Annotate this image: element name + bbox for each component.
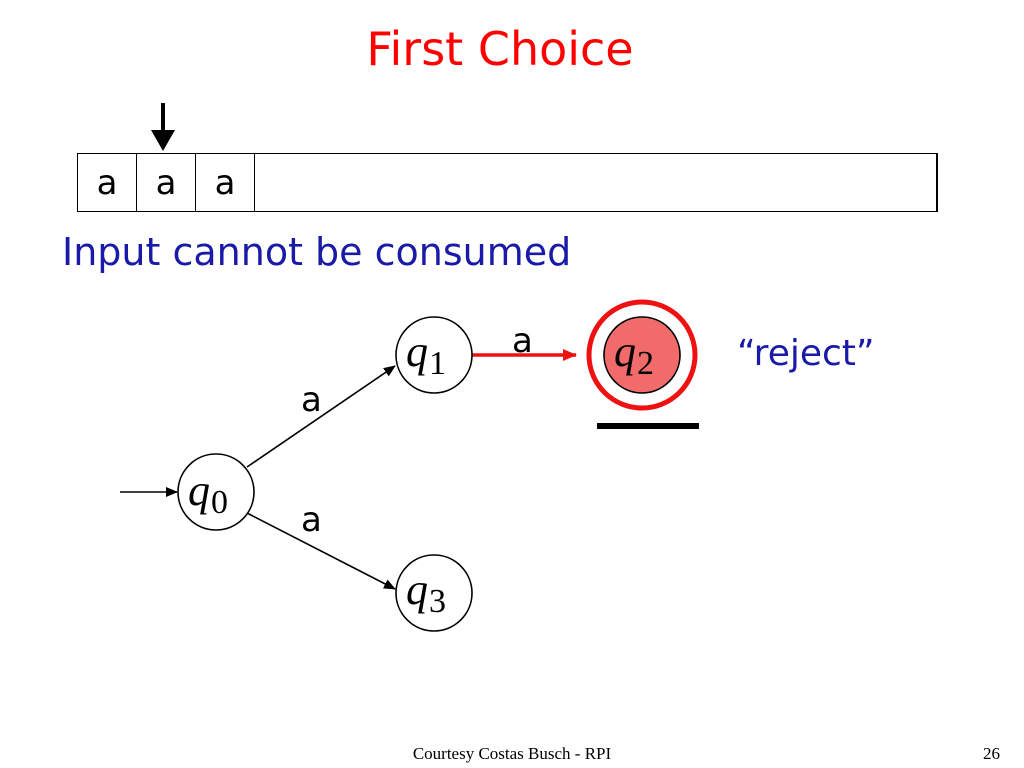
state-label: q2 [614, 327, 654, 382]
state-label: q0 [188, 466, 228, 521]
edge-label-q1-q2: a [512, 321, 533, 361]
state-q0: q0 [177, 453, 255, 531]
edge-q0-q3 [246, 512, 396, 590]
input-tape: a a a [77, 153, 938, 212]
tape-cell: a [78, 154, 137, 211]
footer-credit: Courtesy Costas Busch - RPI [412, 744, 612, 763]
edge-label-q0-q1: a [301, 380, 322, 420]
state-label: q3 [406, 565, 446, 620]
tape-cell: a [137, 154, 196, 211]
edge-label-q0-q3: a [301, 500, 322, 540]
tape-cell: a [196, 154, 255, 211]
tape-empty-region [255, 154, 937, 211]
state-q1: q1 [395, 316, 473, 394]
page-number: 26 [983, 744, 1000, 763]
state-q2: q2 [586, 299, 698, 411]
state-label: q1 [406, 327, 446, 382]
verdict-label: “reject” [737, 333, 875, 374]
status-message: Input cannot be consumed [62, 230, 572, 274]
edge-q0-q1 [246, 365, 396, 468]
state-q3: q3 [395, 554, 473, 632]
tape-head-arrow [151, 103, 175, 151]
slide-title: First Choice [366, 22, 634, 76]
